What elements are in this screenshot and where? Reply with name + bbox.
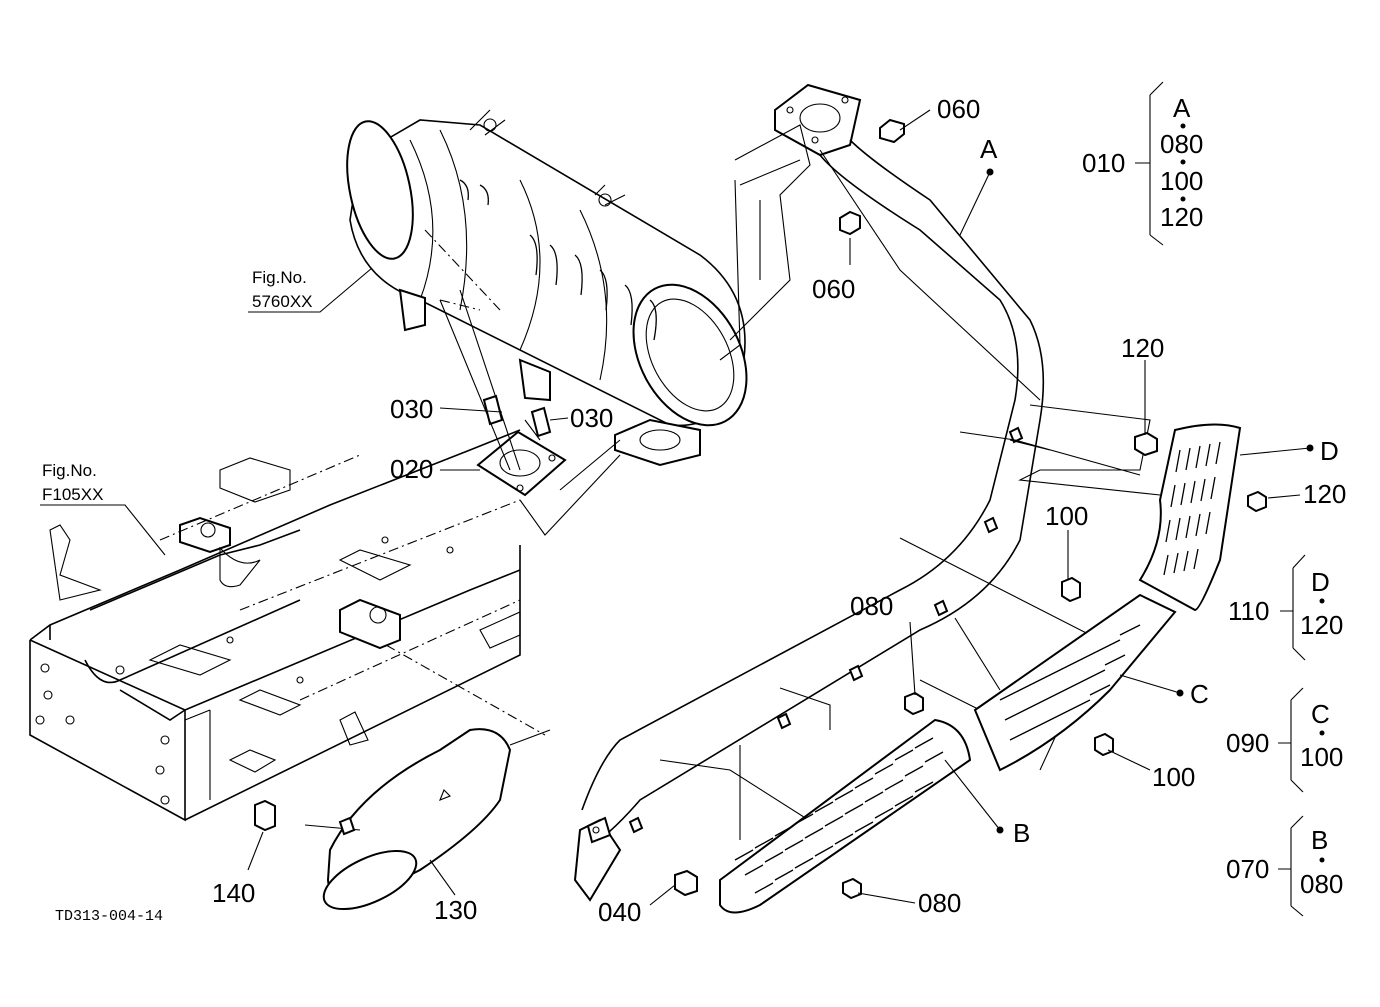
heat-shield-C	[973, 593, 1177, 772]
fasteners	[254, 118, 1267, 900]
ref-C-label: C	[1190, 679, 1209, 709]
callout-120-right: 120	[1303, 479, 1346, 509]
callout-080-mid: 080	[850, 591, 893, 621]
ref-B-label: B	[1013, 818, 1030, 848]
gasket-020	[476, 430, 567, 497]
callout-130: 130	[434, 895, 477, 925]
heat-shield-D	[1138, 423, 1242, 612]
assembly-090-num: 090	[1226, 728, 1269, 758]
callout-030-right: 030	[570, 403, 613, 433]
assembly-010-num: 010	[1082, 148, 1125, 178]
assembly-legend-070: 070 B 080	[1226, 815, 1343, 917]
assembly-010-item-2: 080	[1160, 129, 1203, 159]
fig-ref-muffler-line1: Fig.No.	[252, 268, 307, 287]
callout-140: 140	[212, 878, 255, 908]
callout-120-top: 120	[1121, 333, 1164, 363]
figure-code: TD313-004-14	[55, 908, 163, 925]
ref-A-label: A	[980, 134, 998, 164]
callout-100-bottom: 100	[1152, 762, 1195, 792]
callout-080-bottom: 080	[918, 888, 961, 918]
assembly-070-num: 070	[1226, 854, 1269, 884]
leader-lines	[40, 109, 1311, 906]
assembly-legend-010: 010 A 080 100 120	[1082, 81, 1203, 246]
assembly-110-item-2: 120	[1300, 610, 1343, 640]
fig-ref-frame-line1: Fig.No.	[42, 461, 97, 480]
assembly-090-item-2: 100	[1300, 742, 1343, 772]
assembly-110-item-1: D	[1311, 567, 1330, 597]
assembly-090-item-1: C	[1311, 699, 1330, 729]
assembly-legend-090: 090 C 100	[1226, 687, 1343, 793]
callout-100-top: 100	[1045, 501, 1088, 531]
callout-060-mid: 060	[812, 274, 855, 304]
callout-030-left: 030	[390, 394, 433, 424]
frame-drawing	[29, 429, 546, 822]
callout-020: 020	[390, 454, 433, 484]
callout-040: 040	[598, 897, 641, 927]
ref-dots	[986, 168, 1314, 834]
tail-pipe-130	[304, 728, 551, 911]
heat-shield-B	[719, 718, 972, 914]
fig-ref-frame-line2: F105XX	[42, 485, 103, 504]
fig-ref-muffler-line2: 5760XX	[252, 292, 313, 311]
muffler-drawing	[346, 109, 748, 467]
exhaust-pipe-A	[573, 83, 1161, 902]
assembly-legend-110: 110 D 120	[1228, 554, 1343, 661]
assembly-070-item-2: 080	[1300, 869, 1343, 899]
assembly-010-item-3: 100	[1160, 166, 1203, 196]
assembly-070-item-1: B	[1311, 825, 1328, 855]
callout-060-top: 060	[937, 94, 980, 124]
assembly-010-item-1: A	[1173, 93, 1191, 123]
assembly-010-item-4: 120	[1160, 202, 1203, 232]
ref-D-label: D	[1320, 436, 1339, 466]
assembly-110-num: 110	[1228, 596, 1269, 626]
